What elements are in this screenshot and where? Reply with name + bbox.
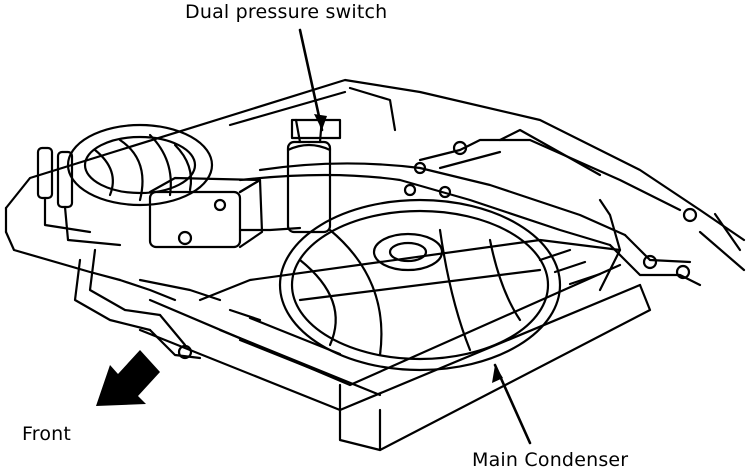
main-condenser-core <box>138 238 652 452</box>
left-fittings <box>36 146 122 247</box>
mounting-frame <box>4 78 746 302</box>
main-condenser-label: Main Condenser <box>472 449 629 471</box>
arrow-down-left-icon <box>96 350 160 406</box>
front-label: Front <box>22 423 72 445</box>
refrigerant-tubing <box>73 128 702 360</box>
auxiliary-fan <box>66 123 214 207</box>
compressor-block <box>148 176 264 249</box>
switch-leader-line <box>298 28 324 132</box>
dual-pressure-switch-label: Dual pressure switch <box>185 1 388 23</box>
main-fan-shroud <box>278 198 562 372</box>
tube-couplings <box>177 140 698 360</box>
